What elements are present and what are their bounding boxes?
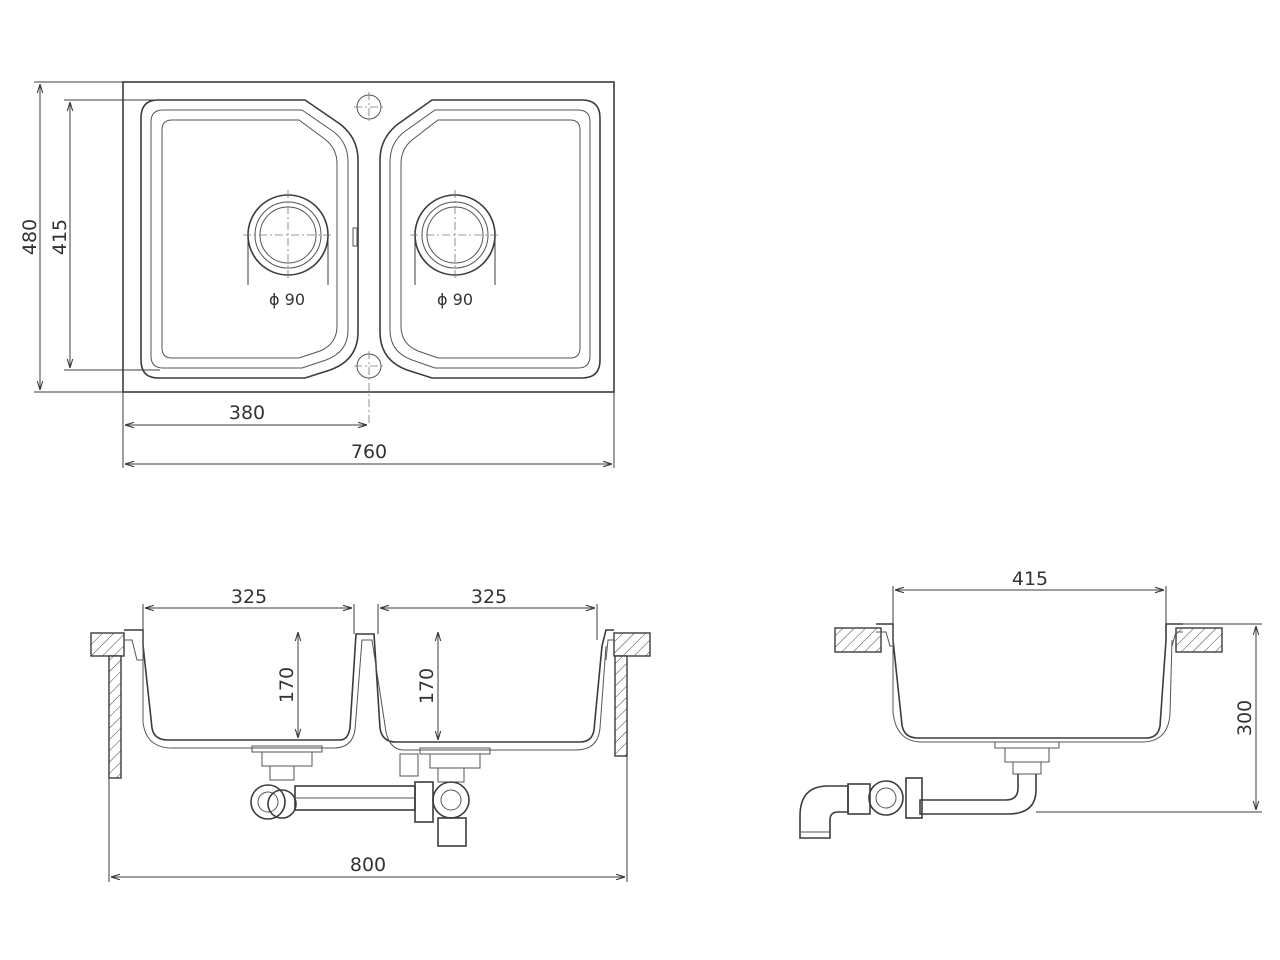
sink-body-front <box>124 629 614 743</box>
right-bowl-width-label: 325 <box>471 586 507 608</box>
side-bowl-width-label: 415 <box>1012 568 1048 590</box>
countertop-left <box>90 632 125 657</box>
inner-depth-label: 415 <box>49 219 71 255</box>
right-bowl-depth-label: 170 <box>416 668 438 704</box>
countertop-right <box>613 632 651 657</box>
side-section-view: 415 300 <box>799 568 1262 839</box>
left-bowl-width-label: 325 <box>231 586 267 608</box>
cabinet-wall-left <box>108 655 122 779</box>
sink-outline-top <box>122 81 615 393</box>
cabinet-wall-right <box>614 655 628 757</box>
countertop-side-right <box>1175 627 1223 653</box>
cabinet-width-label: 800 <box>350 854 386 876</box>
waste-fitting-side <box>799 741 1060 839</box>
right-drain-diameter-label: ϕ 90 <box>437 290 473 309</box>
right-bowl-top <box>379 99 601 379</box>
front-section-view: 325 325 170 170 800 <box>90 586 651 882</box>
left-drain-diameter-label: ϕ 90 <box>269 290 305 309</box>
sink-body-side <box>876 623 1183 739</box>
left-bowl-depth-label: 170 <box>276 667 298 703</box>
countertop-side-left <box>834 627 882 653</box>
waste-fitting-front <box>250 753 470 847</box>
overall-length-label: 760 <box>351 441 387 463</box>
center-offset-label: 380 <box>229 402 265 424</box>
total-height-label: 300 <box>1234 700 1256 736</box>
top-view: ϕ 90 ϕ 90 480 415 380 760 <box>19 81 615 468</box>
overall-width-label: 480 <box>19 219 41 255</box>
left-bowl-top <box>140 99 359 379</box>
